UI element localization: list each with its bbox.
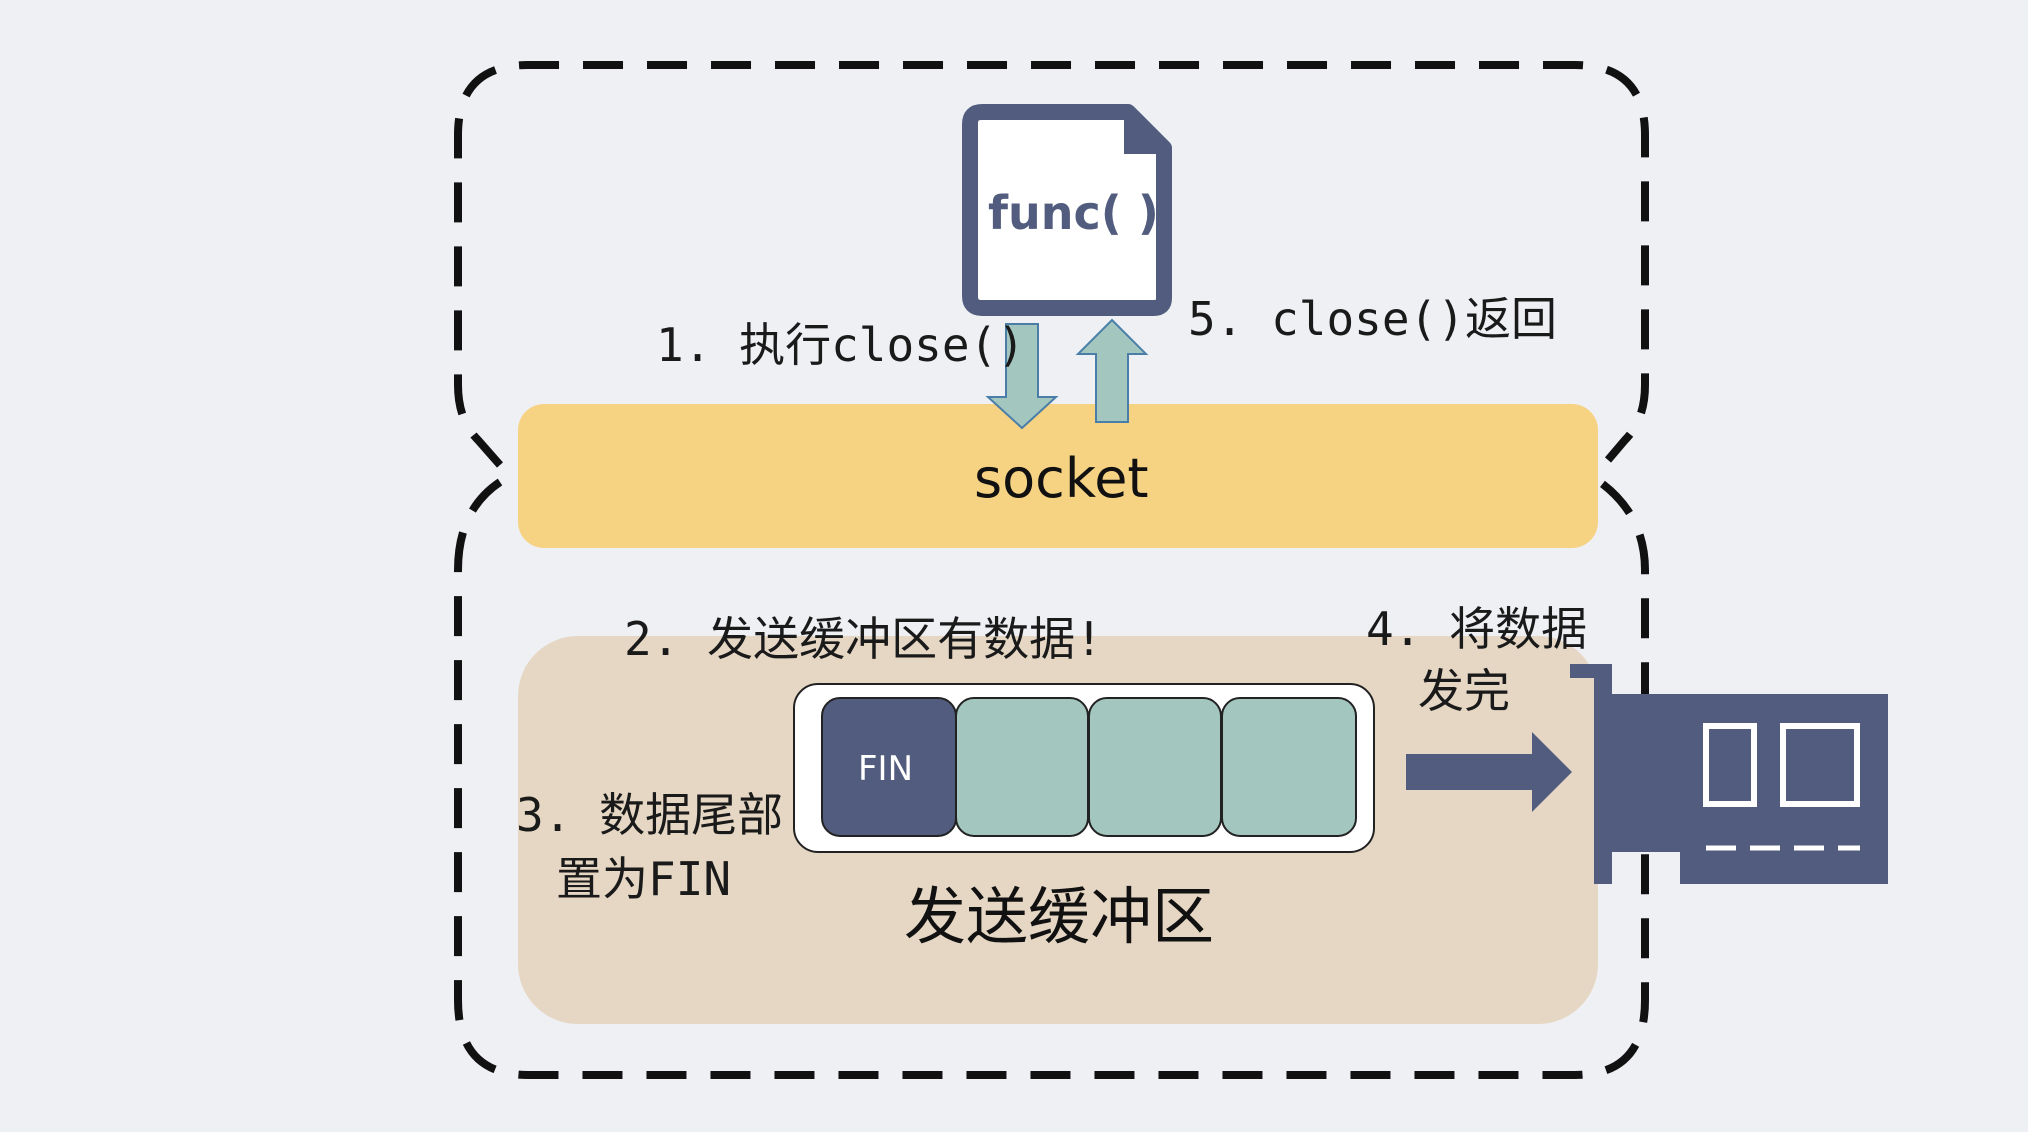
step1-label: 1. 执行close()	[656, 318, 1025, 372]
socket-bar	[518, 404, 1598, 548]
kernel-space-boundary	[454, 478, 1649, 1079]
step4-label-line1: 4. 将数据	[1366, 602, 1588, 656]
buffer-slot-data	[1221, 697, 1357, 837]
arrow-up-icon	[1075, 318, 1149, 423]
step2-label: 2. 发送缓冲区有数据!	[624, 612, 1103, 666]
file-icon	[962, 104, 1172, 316]
buffer-slot-data	[1088, 697, 1222, 837]
network-card-icon	[1570, 664, 1888, 884]
socket-label: socket	[974, 447, 1149, 510]
step4-label-line2: 发完	[1418, 664, 1510, 718]
step3-label-line2: 置为FIN	[556, 852, 732, 906]
buffer-slot-data	[955, 697, 1089, 837]
step5-label: 5. close()返回	[1188, 292, 1557, 346]
user-space-boundary	[454, 61, 1649, 468]
send-buffer-title: 发送缓冲区	[904, 880, 1215, 953]
file-label: func( )	[988, 186, 1159, 240]
arrow-right-icon	[1406, 732, 1572, 812]
fin-slot-label: FIN	[858, 749, 914, 789]
step3-label-line1: 3. 数据尾部	[516, 788, 784, 842]
arrow-down-icon	[985, 323, 1059, 430]
